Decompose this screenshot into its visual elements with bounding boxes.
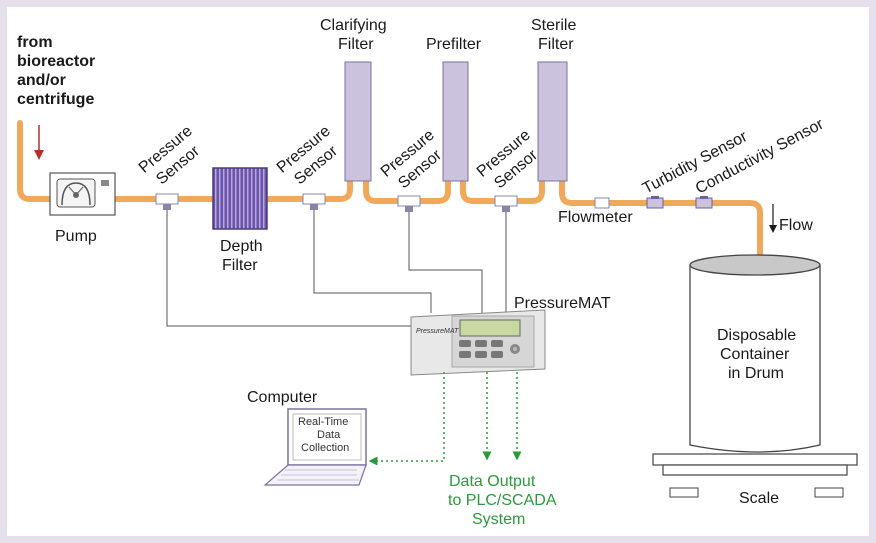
- disposable-container: [689, 254, 821, 453]
- pressure-sensor-2: [302, 193, 326, 210]
- laptop: [263, 408, 367, 486]
- prefilter: [442, 61, 469, 182]
- svg-text:PressureMAT: PressureMAT: [416, 328, 459, 335]
- sterile-filter-label-1: Sterile: [531, 17, 576, 34]
- sterile-filter: [537, 61, 568, 182]
- diagram-svg: from bioreactor and/or centrifuge Pump P…: [17, 17, 858, 528]
- data-output-label-2: to PLC/SCADA: [448, 492, 557, 509]
- prefilter-label: Prefilter: [426, 36, 482, 53]
- laptop-screen-line-2: Data: [317, 429, 341, 441]
- flowmeter: [594, 197, 610, 209]
- pressuremat-label: PressureMAT: [514, 295, 611, 312]
- depth-filter: [212, 167, 268, 230]
- scale: [652, 453, 858, 498]
- pressure-sensor-1: [155, 193, 179, 210]
- inflow-arrow-icon: [34, 125, 44, 160]
- pump-label: Pump: [55, 228, 97, 245]
- clarifying-filter: [344, 61, 372, 182]
- container-label-1: Disposable: [717, 327, 796, 344]
- clarifying-filter-label-1: Clarifying: [320, 17, 387, 34]
- pressure-sensor-label-4: Pressure Sensor: [474, 127, 542, 193]
- data-output-label-3: System: [472, 511, 525, 528]
- turbidity-sensor: [646, 196, 664, 209]
- container-label-3: in Drum: [728, 365, 784, 382]
- scale-label: Scale: [739, 490, 779, 507]
- laptop-screen-line-1: Real-Time: [298, 416, 348, 428]
- container-label-2: Container: [720, 346, 790, 363]
- flow-label: Flow: [779, 217, 813, 234]
- source-label: from bioreactor and/or centrifuge: [17, 34, 95, 108]
- pressure-sensor-label-3: Pressure Sensor: [378, 127, 446, 193]
- pressuremat-device: PressureMAT: [410, 309, 546, 376]
- sterile-filter-label-2: Filter: [538, 36, 574, 53]
- flow-arrow-icon: [769, 204, 777, 233]
- pressure-sensor-4: [494, 195, 518, 212]
- pressure-sensor-3: [397, 195, 421, 212]
- svg-text:centrifuge: centrifuge: [17, 91, 94, 108]
- depth-filter-label-2: Filter: [222, 257, 258, 274]
- svg-text:bioreactor: bioreactor: [17, 53, 95, 70]
- svg-text:from: from: [17, 34, 53, 51]
- depth-filter-label-1: Depth: [220, 238, 263, 255]
- data-output-label-1: Data Output: [449, 473, 536, 490]
- flowmeter-label: Flowmeter: [558, 209, 633, 226]
- process-diagram: from bioreactor and/or centrifuge Pump P…: [7, 7, 869, 536]
- pump: [49, 172, 116, 216]
- pressure-sensor-label-1: Pressure Sensor: [136, 123, 204, 189]
- computer-label: Computer: [247, 389, 318, 406]
- laptop-screen-line-3: Collection: [301, 442, 349, 454]
- data-output-lines: [368, 372, 522, 466]
- svg-text:and/or: and/or: [17, 72, 66, 89]
- clarifying-filter-label-2: Filter: [338, 36, 374, 53]
- sensor-wires: [166, 210, 507, 327]
- conductivity-sensor: [695, 196, 713, 209]
- pressure-sensor-label-2: Pressure Sensor: [274, 123, 342, 189]
